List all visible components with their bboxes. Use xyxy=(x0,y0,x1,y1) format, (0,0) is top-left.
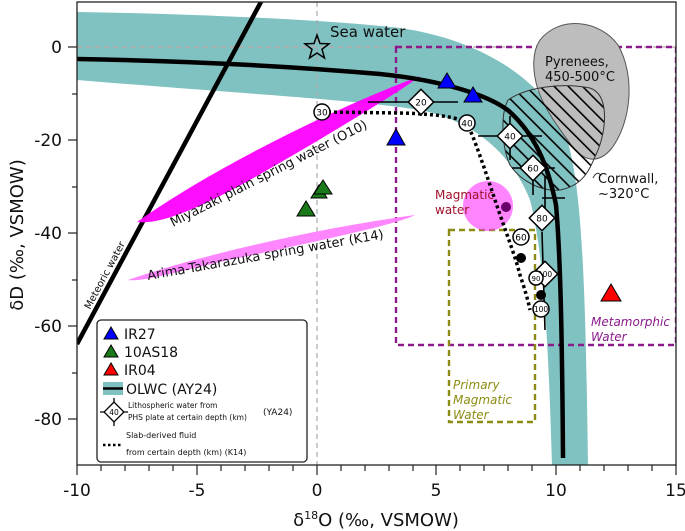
magmatic-water-label-1: Magmatic xyxy=(435,188,494,202)
legend-10as18-label: 10AS18 xyxy=(124,345,178,361)
x-tick-15: 15 xyxy=(665,481,685,501)
ir04-point xyxy=(600,283,622,302)
litho-diamond-40: 40 xyxy=(496,122,524,150)
legend-slab-label-1: Slab-derived fluid xyxy=(126,431,196,440)
cornwall-label-2: ~320°C xyxy=(598,187,649,202)
slab-circle-40: 40 xyxy=(458,114,476,132)
10as18-point xyxy=(313,179,333,195)
x-tick-minus5: -5 xyxy=(189,481,206,501)
primary-magmatic-label-3: Water xyxy=(453,408,490,422)
legend-slab-label-2: from certain depth (km) (K14) xyxy=(126,448,246,457)
legend-litho-label-2: PHS plate at certain depth (km) xyxy=(128,413,247,422)
y-axis xyxy=(68,46,77,420)
x-tick-5: 5 xyxy=(431,481,442,501)
miyazaki-spring-water-band xyxy=(137,76,420,223)
sea-water-label: Sea water xyxy=(330,23,406,41)
svg-text:60: 60 xyxy=(527,165,539,175)
metamorphic-label-2: Water xyxy=(591,330,628,344)
legend-litho-label-1: Lithospheric water from xyxy=(128,401,217,410)
svg-text:100: 100 xyxy=(538,270,553,279)
svg-text:40: 40 xyxy=(109,408,119,417)
y-tick-0: 0 xyxy=(51,38,62,58)
slab-fluid-point xyxy=(501,202,511,212)
pyrenees-label-2: 450-500°C xyxy=(545,70,615,85)
x-axis-title: δ18O (‰, VSMOW) xyxy=(293,509,459,531)
y-tick-minus80: -80 xyxy=(34,410,62,430)
svg-text:40: 40 xyxy=(504,133,516,143)
y-axis-title: δD (‰, VSMOW) xyxy=(7,159,28,310)
primary-magmatic-label-2: Magmatic xyxy=(453,393,512,407)
pyrenees-label-1: Pyrenees, xyxy=(545,55,609,70)
svg-text:90: 90 xyxy=(532,275,541,283)
y-tick-minus20: -20 xyxy=(34,131,62,151)
svg-text:20: 20 xyxy=(415,99,427,109)
slab-fluid-dotted-line xyxy=(321,110,532,311)
meteoric-water-line xyxy=(77,2,264,346)
litho-diamond-20: 20 xyxy=(407,88,435,116)
ir27-point xyxy=(463,86,483,103)
meteoric-water-label: Meteoric water xyxy=(83,239,128,311)
arima-label: Arima-Takarazuka spring water (K14) xyxy=(146,228,385,284)
legend-litho-diamond-icon: 40 xyxy=(103,401,125,423)
olwc-band xyxy=(77,12,588,465)
slab-circle-30: 30 xyxy=(313,103,331,121)
legend-ir27-icon xyxy=(103,326,119,340)
y-tick-minus60: -60 xyxy=(34,317,62,337)
svg-text:40: 40 xyxy=(461,120,473,130)
primary-magmatic-label-1: Primary xyxy=(453,378,500,392)
legend: IR27 10AS18 IR04 OLWC (AY24) 40 Lithosph… xyxy=(96,319,308,463)
slab-circle-60: 60 xyxy=(512,228,530,246)
svg-text:60: 60 xyxy=(515,234,527,244)
legend-box xyxy=(96,319,308,463)
slab-circle-90: 90 xyxy=(528,270,544,286)
slab-circle-100: 100 xyxy=(532,300,550,318)
svg-text:30: 30 xyxy=(316,109,328,119)
slab-fluid-point xyxy=(516,253,526,263)
sea-water-star xyxy=(302,32,332,60)
ir27-point xyxy=(386,127,406,146)
litho-diamond-80: 80 xyxy=(528,204,556,232)
10as18-point xyxy=(296,200,316,217)
legend-ir04-icon xyxy=(103,362,119,376)
legend-litho-ref: (YA24) xyxy=(263,408,292,418)
svg-text:100: 100 xyxy=(534,305,549,314)
x-tick-0: 0 xyxy=(312,481,323,501)
cornwall-label-1: Cornwall, xyxy=(598,172,658,187)
svg-text:80: 80 xyxy=(536,215,548,225)
cornwall-leader-line xyxy=(592,172,602,179)
metamorphic-label-1: Metamorphic xyxy=(591,315,670,329)
y-tick-minus40: -40 xyxy=(34,224,62,244)
x-axis xyxy=(76,465,677,475)
magmatic-water-label-2: water xyxy=(435,203,469,217)
litho-diamond-60: 60 xyxy=(519,154,547,182)
olwc-curve xyxy=(77,56,566,459)
legend-ir27-label: IR27 xyxy=(124,327,156,343)
miyazaki-label: Miyazaki plain spring water (O10) xyxy=(168,118,370,231)
ir27-point xyxy=(437,72,457,89)
x-tick-minus10: -10 xyxy=(63,481,91,501)
legend-ir04-label: IR04 xyxy=(124,363,156,379)
legend-olwc-label: OLWC (AY24) xyxy=(126,382,217,398)
x-tick-10: 10 xyxy=(545,481,567,501)
legend-10as18-icon xyxy=(103,344,119,358)
arima-spring-water-band xyxy=(128,215,415,281)
